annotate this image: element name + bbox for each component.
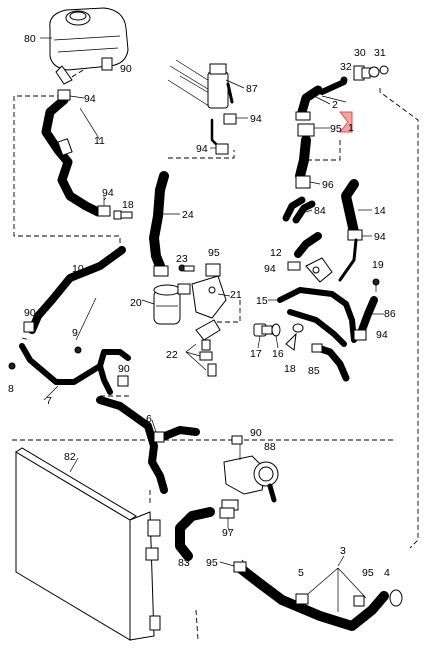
pipe-87 [167,59,234,109]
hose-84 [282,196,316,224]
label-95c: 95 [206,557,218,569]
label-15: 15 [256,295,268,307]
clip-18 [285,332,297,351]
label-18: 18 [122,199,134,211]
hose-83 [175,507,215,561]
pipe-15 [277,257,357,347]
label-16: 16 [272,348,284,360]
label-4: 4 [384,567,390,579]
bolt-18 [97,196,133,220]
hose-11 [41,95,103,217]
label-97: 97 [222,527,234,539]
label-95b: 95 [208,247,220,259]
sensor-17 [253,323,273,337]
label-94g: 94 [376,329,388,341]
label-18b: 18 [284,363,296,375]
label-14: 14 [374,205,386,217]
label-90b: 90 [24,307,36,319]
part-labels: 80 90 94 11 94 18 87 94 94 24 30 31 32 2… [8,33,396,579]
label-17: 17 [250,348,262,360]
label-85: 85 [308,365,320,377]
leader-lines [40,37,384,567]
label-12: 12 [270,247,282,259]
hose-24 [149,113,237,277]
seal-16 [271,323,281,337]
label-9: 9 [72,327,78,339]
label-94f: 94 [264,263,276,275]
label-24: 24 [182,209,194,221]
label-10: 10 [72,263,84,275]
label-32: 32 [340,61,352,73]
label-83: 83 [178,557,190,569]
clamp-94-tank [57,89,85,101]
label-19: 19 [372,259,384,271]
label-21: 21 [230,289,242,301]
label-82: 82 [64,451,76,463]
label-95a: 95 [330,123,342,135]
label-1: 1 [348,122,354,134]
hose-3 [233,561,403,631]
label-94a: 94 [84,93,96,105]
label-7: 7 [46,395,52,407]
label-96: 96 [322,179,334,191]
hose-10 [28,246,126,334]
label-6: 6 [146,413,152,425]
hose-86 [353,278,380,341]
hose-6 [96,396,243,494]
highlight-marker-1 [338,111,353,133]
label-20: 20 [130,297,142,309]
label-88: 88 [264,441,276,453]
label-11: 11 [94,135,105,147]
radiator-82 [15,447,161,641]
label-31: 31 [374,47,386,59]
label-87: 87 [246,83,258,95]
clamp-97 [219,507,235,528]
label-23: 23 [176,253,188,265]
hose-12 [287,232,322,271]
label-95d: 95 [362,567,374,579]
label-30: 30 [354,47,366,59]
pipe-7 [8,321,131,395]
label-86: 86 [384,308,396,320]
expansion-tank [49,7,129,85]
label-94d: 94 [196,143,208,155]
label-2: 2 [332,99,338,111]
label-5: 5 [298,567,304,579]
label-90a: 90 [120,63,132,75]
part-22 [185,319,221,377]
bolt-23 [178,263,221,277]
label-94b: 94 [102,187,114,199]
bracket-21 [191,275,227,319]
label-90c: 90 [118,363,130,375]
label-80: 80 [24,33,36,45]
hose-2 [295,85,323,189]
label-3: 3 [340,545,346,557]
pump-20 [153,283,191,325]
label-94c: 94 [250,113,262,125]
thermostat-88 [221,444,279,511]
label-22: 22 [166,349,178,361]
connector-30-31 [319,65,389,95]
label-8: 8 [8,383,14,395]
label-94e: 94 [374,231,386,243]
hose-14 [338,179,363,282]
label-90d: 90 [250,427,262,439]
label-84: 84 [314,205,326,217]
hose-85 [292,323,350,382]
